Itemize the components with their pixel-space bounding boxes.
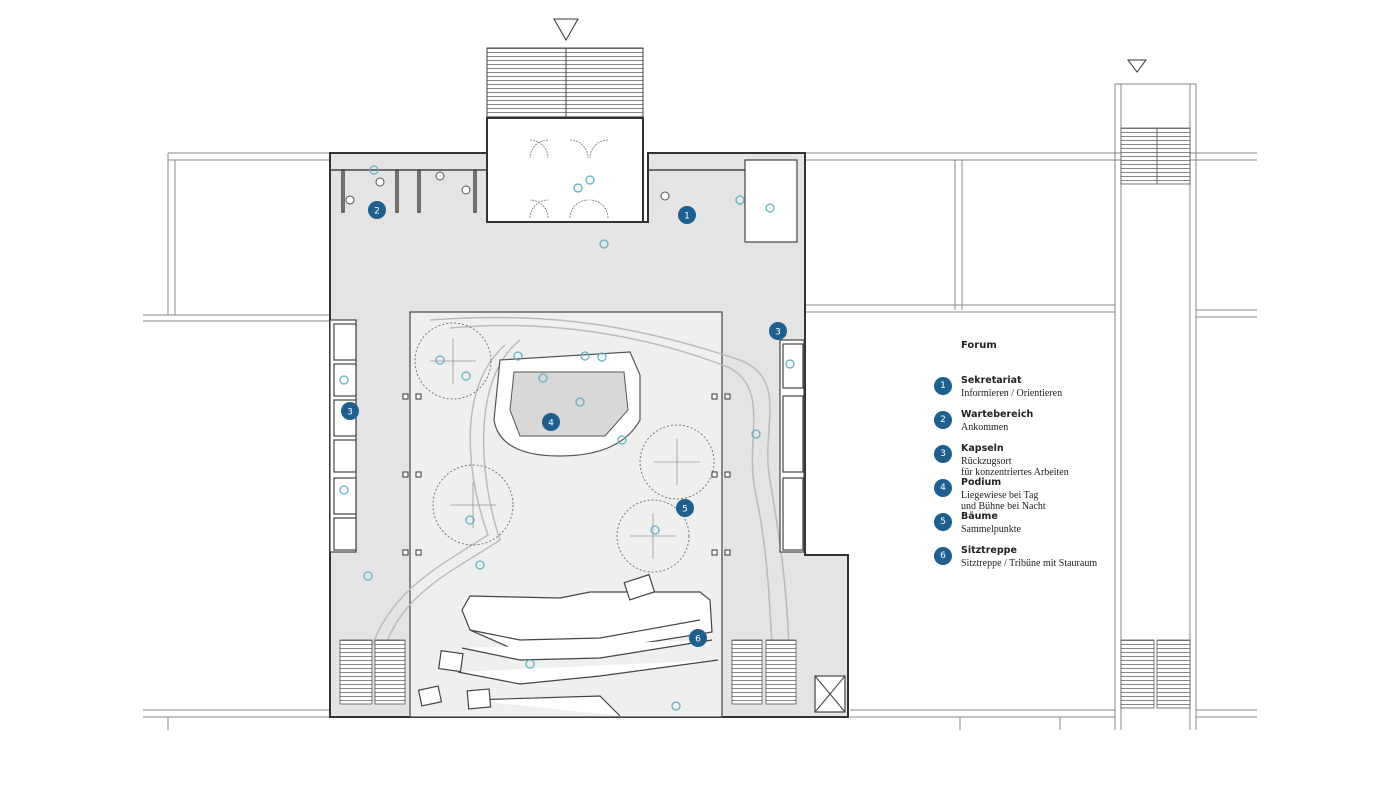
legend-item-1: 1 Sekretariat Informieren / Orientieren	[934, 375, 1234, 411]
legend-number: 6	[934, 547, 952, 565]
legend-name: Bäume	[961, 511, 998, 522]
plan-marker-3-right-label: 3	[775, 328, 781, 338]
plan-marker-5: 5	[676, 499, 694, 517]
plan-marker-2-label: 2	[374, 207, 380, 217]
waiting-area-walls	[330, 159, 798, 243]
legend-item-4: 4 Podium Liegewiese bei Tag und Bühne be…	[934, 477, 1234, 513]
legend-name: Wartebereich	[961, 409, 1034, 420]
legend-description: Liegewiese bei Tag und Bühne bei Nacht	[961, 490, 1046, 512]
podium	[493, 351, 641, 457]
legend-description: Sammelpunkte	[961, 524, 1021, 535]
surrounding-walls	[143, 83, 1257, 730]
plan-marker-2: 2	[368, 201, 386, 219]
plan-marker-4-label: 4	[548, 419, 554, 429]
plan-marker-3-right: 3	[769, 322, 787, 340]
legend-title: Forum	[961, 340, 997, 351]
legend-item-3: 3 Kapseln Rückzugsort für konzentriertes…	[934, 443, 1234, 479]
plan-marker-6: 6	[689, 629, 707, 647]
legend-item-6: 6 Sitztreppe Sitztreppe / Tribüne mit St…	[934, 545, 1234, 581]
stairs-bottom	[339, 639, 846, 713]
capsules-right	[779, 339, 805, 553]
plan-marker-4: 4	[542, 413, 560, 431]
legend-number: 1	[934, 377, 952, 395]
stair-tower-right	[1120, 59, 1191, 709]
tree-spokes	[430, 338, 700, 559]
plan-marker-5-label: 5	[682, 505, 688, 515]
legend-description: Informieren / Orientieren	[961, 388, 1063, 399]
capsules-left	[329, 319, 357, 553]
plan-marker-3-left: 3	[341, 402, 359, 420]
legend-item-2: 2 Wartebereich Ankommen	[934, 409, 1234, 445]
plan-marker-1-label: 1	[684, 212, 690, 222]
legend-description: Sitztreppe / Tribüne mit Stauraum	[961, 558, 1098, 569]
legend-description: Ankommen	[961, 422, 1009, 433]
columns	[402, 393, 731, 556]
legend-item-5: 5 Bäume Sammelpunkte	[934, 511, 1234, 547]
plan-marker-3-left-label: 3	[347, 408, 353, 418]
legend-name: Sitztreppe	[961, 545, 1017, 556]
legend-name: Sekretariat	[961, 375, 1022, 386]
people	[339, 165, 795, 711]
seating-steps	[417, 573, 719, 717]
entrance-north	[486, 18, 644, 223]
plan-marker-1: 1	[678, 206, 696, 224]
legend-number: 4	[934, 479, 952, 497]
trees	[414, 322, 715, 573]
legend-name: Kapseln	[961, 443, 1004, 454]
legend-number: 5	[934, 513, 952, 531]
legend-number: 2	[934, 411, 952, 429]
legend-name: Podium	[961, 477, 1002, 488]
legend-description: Rückzugsort für konzentriertes Arbeiten	[961, 456, 1069, 478]
plan-marker-6-label: 6	[695, 635, 701, 645]
legend: Forum 1 Sekretariat Informieren / Orient…	[934, 340, 1234, 581]
legend-number: 3	[934, 445, 952, 463]
